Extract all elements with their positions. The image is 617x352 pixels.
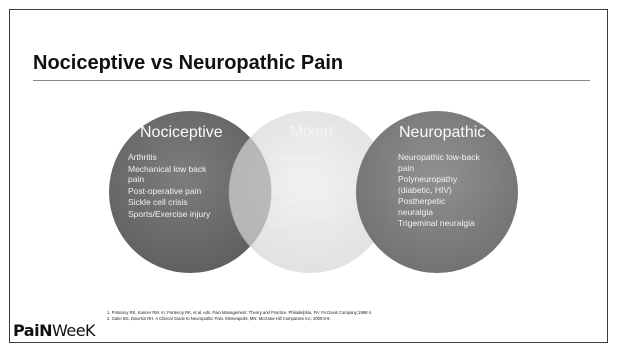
logo-part-1: PaiN bbox=[13, 321, 52, 340]
list-item: Arthritis bbox=[128, 152, 157, 162]
mixed-list: Fibromyalgia Headache Low back pain Myof… bbox=[274, 152, 350, 231]
list-item: Fibromyalgia bbox=[274, 152, 323, 162]
list-item: Postherpetic neuralgia bbox=[398, 196, 446, 217]
reference-item: 1. Portenoy RK, Kanner RM. In: Portenoy … bbox=[107, 310, 372, 315]
mixed-circle bbox=[229, 111, 391, 273]
list-item: Trigeminal neuralgia bbox=[398, 218, 475, 228]
reference-item: 2. Galer BS, Dworkin RH. A Clinical Guid… bbox=[107, 316, 331, 321]
list-item: Myofascial pain syndrome bbox=[274, 186, 333, 208]
nociceptive-title: Nociceptive bbox=[140, 124, 223, 141]
logo-part-2: WeeK bbox=[51, 321, 96, 340]
list-item: Headache bbox=[274, 163, 313, 174]
nociceptive-circle bbox=[109, 111, 271, 273]
list-item: Complex regional pain bbox=[274, 208, 341, 230]
mixed-title: Mixed bbox=[290, 124, 333, 141]
references: 1. Portenoy RK, Kanner RM. In: Portenoy … bbox=[107, 310, 372, 322]
list-item: Sports/Exercise injury bbox=[128, 208, 211, 219]
list-item: Post-operative pain bbox=[128, 185, 202, 196]
neuropathic-title: Neuropathic bbox=[399, 124, 486, 141]
painweek-logo: PaiNWeeK bbox=[13, 321, 96, 340]
slide-title: Nociceptive vs Neuropathic Pain bbox=[33, 52, 344, 74]
neuropathic-list: Neuropathic low-back pain Polyneuropathy… bbox=[398, 152, 498, 230]
nociceptive-list: Arthritis Mechanical low back pain Post-… bbox=[128, 152, 236, 220]
neuropathic-circle bbox=[356, 111, 518, 273]
list-item: Mechanical low back pain bbox=[128, 163, 207, 185]
overlap-left bbox=[228, 137, 272, 247]
title-divider bbox=[33, 80, 590, 81]
list-item: Polyneuropathy (diabetic, HIV) bbox=[398, 174, 458, 195]
list-item: Neuropathic low-back pain bbox=[398, 152, 480, 173]
list-item: Low back pain bbox=[274, 175, 329, 185]
list-item: Sickle cell crisis bbox=[128, 197, 188, 207]
